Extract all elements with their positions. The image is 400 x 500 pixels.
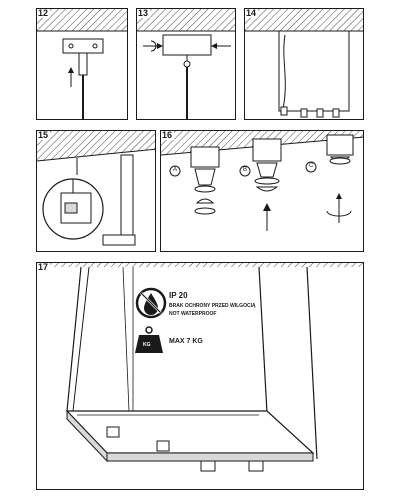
- step-12-illustration: [37, 9, 127, 119]
- option-b-label: B: [243, 167, 248, 173]
- step-number: 13: [137, 8, 151, 18]
- weight-icon: [135, 326, 163, 353]
- step-number: 16: [161, 130, 175, 140]
- step-14-illustration: [245, 9, 363, 118]
- step-14-panel: 14: [244, 8, 364, 120]
- step-number: 12: [37, 8, 51, 18]
- step-13-panel: 13: [136, 8, 236, 120]
- cable-grip: [78, 52, 88, 76]
- max-weight-text: MAX 7 KG: [169, 338, 203, 345]
- arrow-right-icon: [157, 43, 163, 49]
- step-13-illustration: [137, 9, 235, 119]
- ip-rating: IP 20: [169, 291, 188, 300]
- step-16-illustration: [161, 131, 363, 231]
- english-moisture-note: NOT WATERPROOF: [169, 311, 217, 317]
- arrow-left-icon: [211, 43, 217, 49]
- step-15-illustration: [37, 131, 155, 246]
- step-17-panel: 17 IP 20 BRAK OCHRONY PRZED WILGOCIĄ NOT…: [36, 262, 364, 490]
- arrow-up-icon: [68, 67, 74, 73]
- step-16-panel: 16 A B C: [160, 130, 364, 252]
- canopy-box: [162, 34, 212, 56]
- option-a-badge: [169, 165, 181, 177]
- step-15-panel: 15: [36, 130, 156, 252]
- fixture-body: [278, 30, 350, 112]
- weight-badge-label: KG: [143, 342, 151, 348]
- arrow-up-icon: [263, 203, 271, 211]
- step-number: 15: [37, 130, 51, 140]
- step-number: 14: [245, 8, 259, 18]
- step-number: 17: [37, 262, 51, 272]
- fixture-tray: [65, 410, 315, 454]
- polish-moisture-note: BRAK OCHRONY PRZED WILGOCIĄ: [169, 303, 256, 309]
- option-a-label: A: [173, 167, 178, 173]
- option-c-badge: [305, 161, 317, 173]
- rotate-icon: [336, 193, 342, 199]
- water-drop-crossed-icon: [135, 287, 167, 319]
- option-b-badge: [239, 165, 251, 177]
- step-12-panel: 12: [36, 8, 128, 120]
- option-c-label: C: [309, 163, 314, 169]
- step-17-illustration: [37, 263, 363, 472]
- ceiling-hatch: [37, 9, 127, 31]
